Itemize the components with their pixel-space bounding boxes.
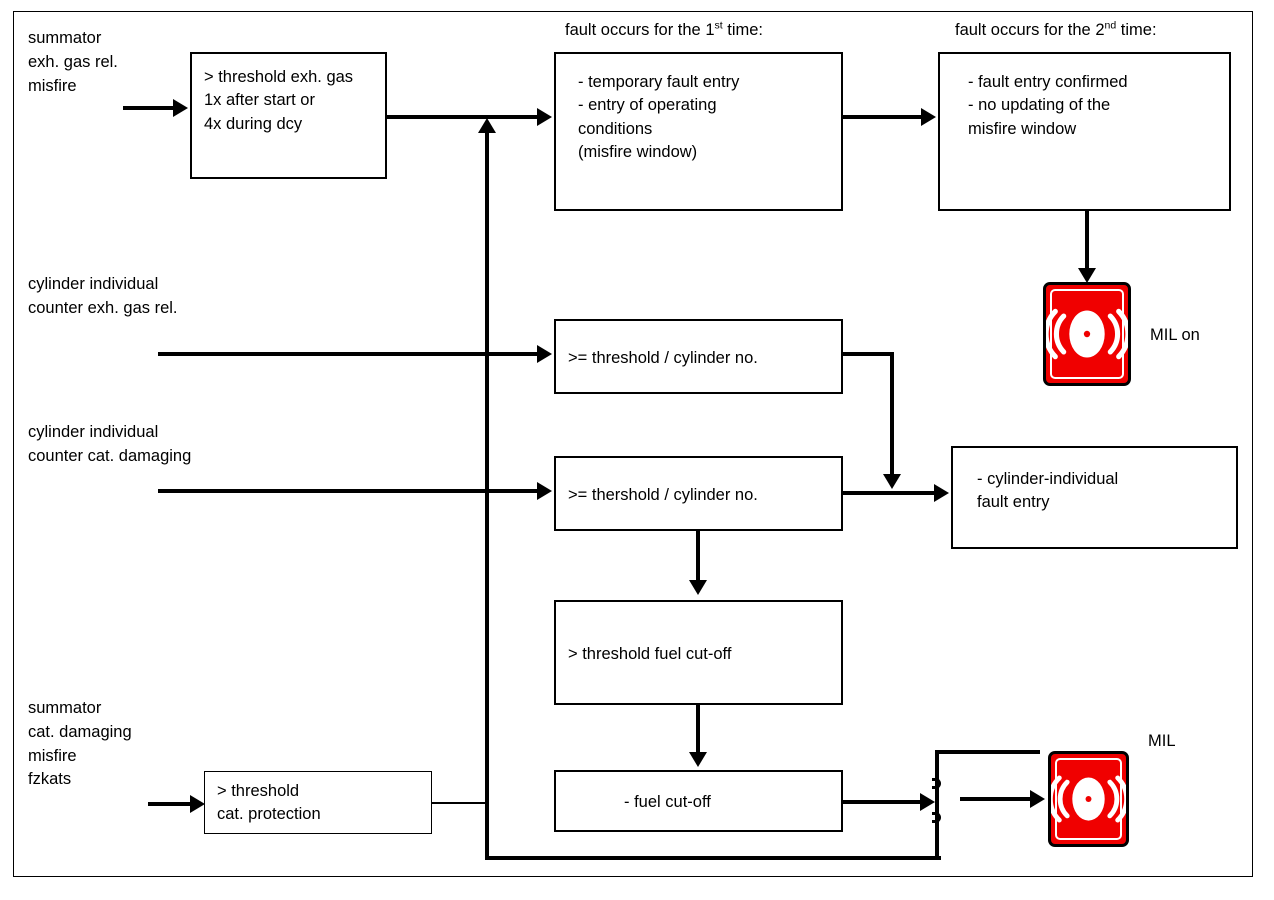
- box-threshold-exh-gas[interactable]: > threshold exh. gas 1x after start or 4…: [190, 52, 387, 179]
- connector-main-vertical-bus: [485, 133, 489, 860]
- connector-fuel-threshold-to-cut-off: [696, 705, 700, 755]
- box-temporary-fault-entry[interactable]: - temporary fault entry - entry of opera…: [554, 52, 843, 211]
- box-threshold-cylinder-no-2[interactable]: >= thershold / cylinder no.: [554, 456, 843, 531]
- arrowhead-fuel-threshold-to-cut-off: [689, 752, 707, 767]
- header-first-pre: fault occurs for the 1: [565, 21, 715, 39]
- box-threshold-fuel-cut-off-text: > threshold fuel cut-off: [568, 645, 732, 663]
- box-fuel-cut-off[interactable]: - fuel cut-off: [554, 770, 843, 832]
- input-label-cylinder-counter-cat-damaging: cylinder individual counter cat. damagin…: [28, 423, 192, 465]
- mil-bezel-top: [1050, 289, 1124, 379]
- arrowhead-cylinder2-to-fuel-threshold: [689, 580, 707, 595]
- box-threshold-cylinder-no-1-text: >= threshold / cylinder no.: [568, 349, 758, 367]
- arrowhead-threshold-to-temporary-fault: [537, 108, 552, 126]
- connector-cylinder2-to-fuel-threshold: [696, 531, 700, 583]
- connector-bottom-bus-horizontal: [485, 856, 941, 860]
- input-label-cylinder-counter-exh-gas: cylinder individual counter exh. gas rel…: [28, 275, 178, 317]
- box-threshold-cat-protection-text: > threshold cat. protection: [217, 782, 321, 824]
- connector-input2-to-cylinder-1: [158, 352, 539, 356]
- mil-label: MIL: [1148, 732, 1176, 750]
- arrowhead-confirmed-to-mil-on: [1078, 268, 1096, 283]
- header-first-fault-occurrence: fault occurs for the 1st time:: [565, 19, 764, 40]
- arrowhead-input1-to-threshold: [173, 99, 188, 117]
- connector-input1-to-threshold: [123, 106, 175, 110]
- connector-temporary-to-confirmed: [843, 115, 923, 119]
- arrowhead-cylinder1-merge-down: [883, 474, 901, 489]
- input-label-summator-cat-damaging: summator cat. damaging misfire fzkats: [28, 699, 132, 789]
- box-fault-entry-confirmed[interactable]: - fault entry confirmed - no updating of…: [938, 52, 1231, 211]
- connector-riser-to-mil: [935, 750, 1040, 754]
- connector-input4-to-cat-protection: [148, 802, 192, 806]
- connector-threshold-to-temporary-fault: [387, 115, 539, 119]
- malfunction-indicator-lamp-icon-bottom: [1048, 751, 1129, 847]
- header-first-superscript: st: [714, 19, 723, 32]
- mil-bezel-bottom: [1055, 758, 1122, 840]
- connector-cat-protection-to-bus: [432, 802, 487, 804]
- box-threshold-exh-gas-text: > threshold exh. gas 1x after start or 4…: [204, 68, 354, 133]
- connector-mil-inbound-horizontal: [960, 797, 1032, 801]
- arrowhead-input4-to-cat-protection: [190, 795, 205, 813]
- connector-input3-to-cylinder-2: [158, 489, 539, 493]
- connector-cylinder2-to-fault-entry: [843, 491, 936, 495]
- arrowhead-mil-inbound: [1030, 790, 1045, 808]
- arrowhead-input3-to-cylinder-2: [537, 482, 552, 500]
- mil-on-label: MIL on: [1150, 326, 1200, 344]
- header-first-post: time:: [722, 21, 764, 39]
- arrowhead-temporary-to-confirmed: [921, 108, 936, 126]
- connector-cylinder1-out-vertical: [890, 352, 894, 477]
- box-temporary-fault-entry-text: - temporary fault entry - entry of opera…: [578, 73, 740, 162]
- connector-right-riser-vertical: [935, 750, 939, 860]
- wire-hop-upper: [932, 778, 941, 789]
- box-cylinder-individual-fault-entry[interactable]: - cylinder-individual fault entry: [951, 446, 1238, 549]
- box-fuel-cut-off-text: - fuel cut-off: [624, 793, 711, 811]
- connector-fuel-cut-off-to-riser: [843, 800, 923, 804]
- arrowhead-input2-to-cylinder-1: [537, 345, 552, 363]
- wire-hop-lower: [932, 812, 941, 823]
- input-label-summator-exh-gas-misfire: summator exh. gas rel. misfire: [28, 29, 118, 95]
- connector-cylinder1-out-horizontal: [843, 352, 894, 356]
- connector-confirmed-to-mil-on: [1085, 211, 1089, 271]
- arrowhead-main-vertical-bus: [478, 118, 496, 133]
- header-second-superscript: nd: [1104, 19, 1117, 32]
- mil-glyph-top: [1046, 308, 1128, 360]
- arrowhead-cylinder2-to-fault-entry: [934, 484, 949, 502]
- box-threshold-cylinder-no-1[interactable]: >= threshold / cylinder no.: [554, 319, 843, 394]
- box-threshold-cylinder-no-2-text: >= thershold / cylinder no.: [568, 486, 758, 504]
- header-second-post: time:: [1116, 21, 1157, 39]
- box-threshold-cat-protection[interactable]: > threshold cat. protection: [204, 771, 432, 834]
- box-threshold-fuel-cut-off[interactable]: > threshold fuel cut-off: [554, 600, 843, 705]
- header-second-fault-occurrence: fault occurs for the 2nd time:: [955, 19, 1157, 40]
- header-second-pre: fault occurs for the 2: [955, 21, 1105, 39]
- box-fault-entry-confirmed-text: - fault entry confirmed - no updating of…: [968, 73, 1128, 138]
- arrowhead-fuel-cut-off-to-riser: [920, 793, 935, 811]
- malfunction-indicator-lamp-icon-top: [1043, 282, 1131, 386]
- diagram-frame: [13, 11, 1253, 877]
- mil-glyph-bottom: [1051, 775, 1126, 823]
- box-cylinder-individual-fault-entry-text: - cylinder-individual fault entry: [977, 470, 1119, 512]
